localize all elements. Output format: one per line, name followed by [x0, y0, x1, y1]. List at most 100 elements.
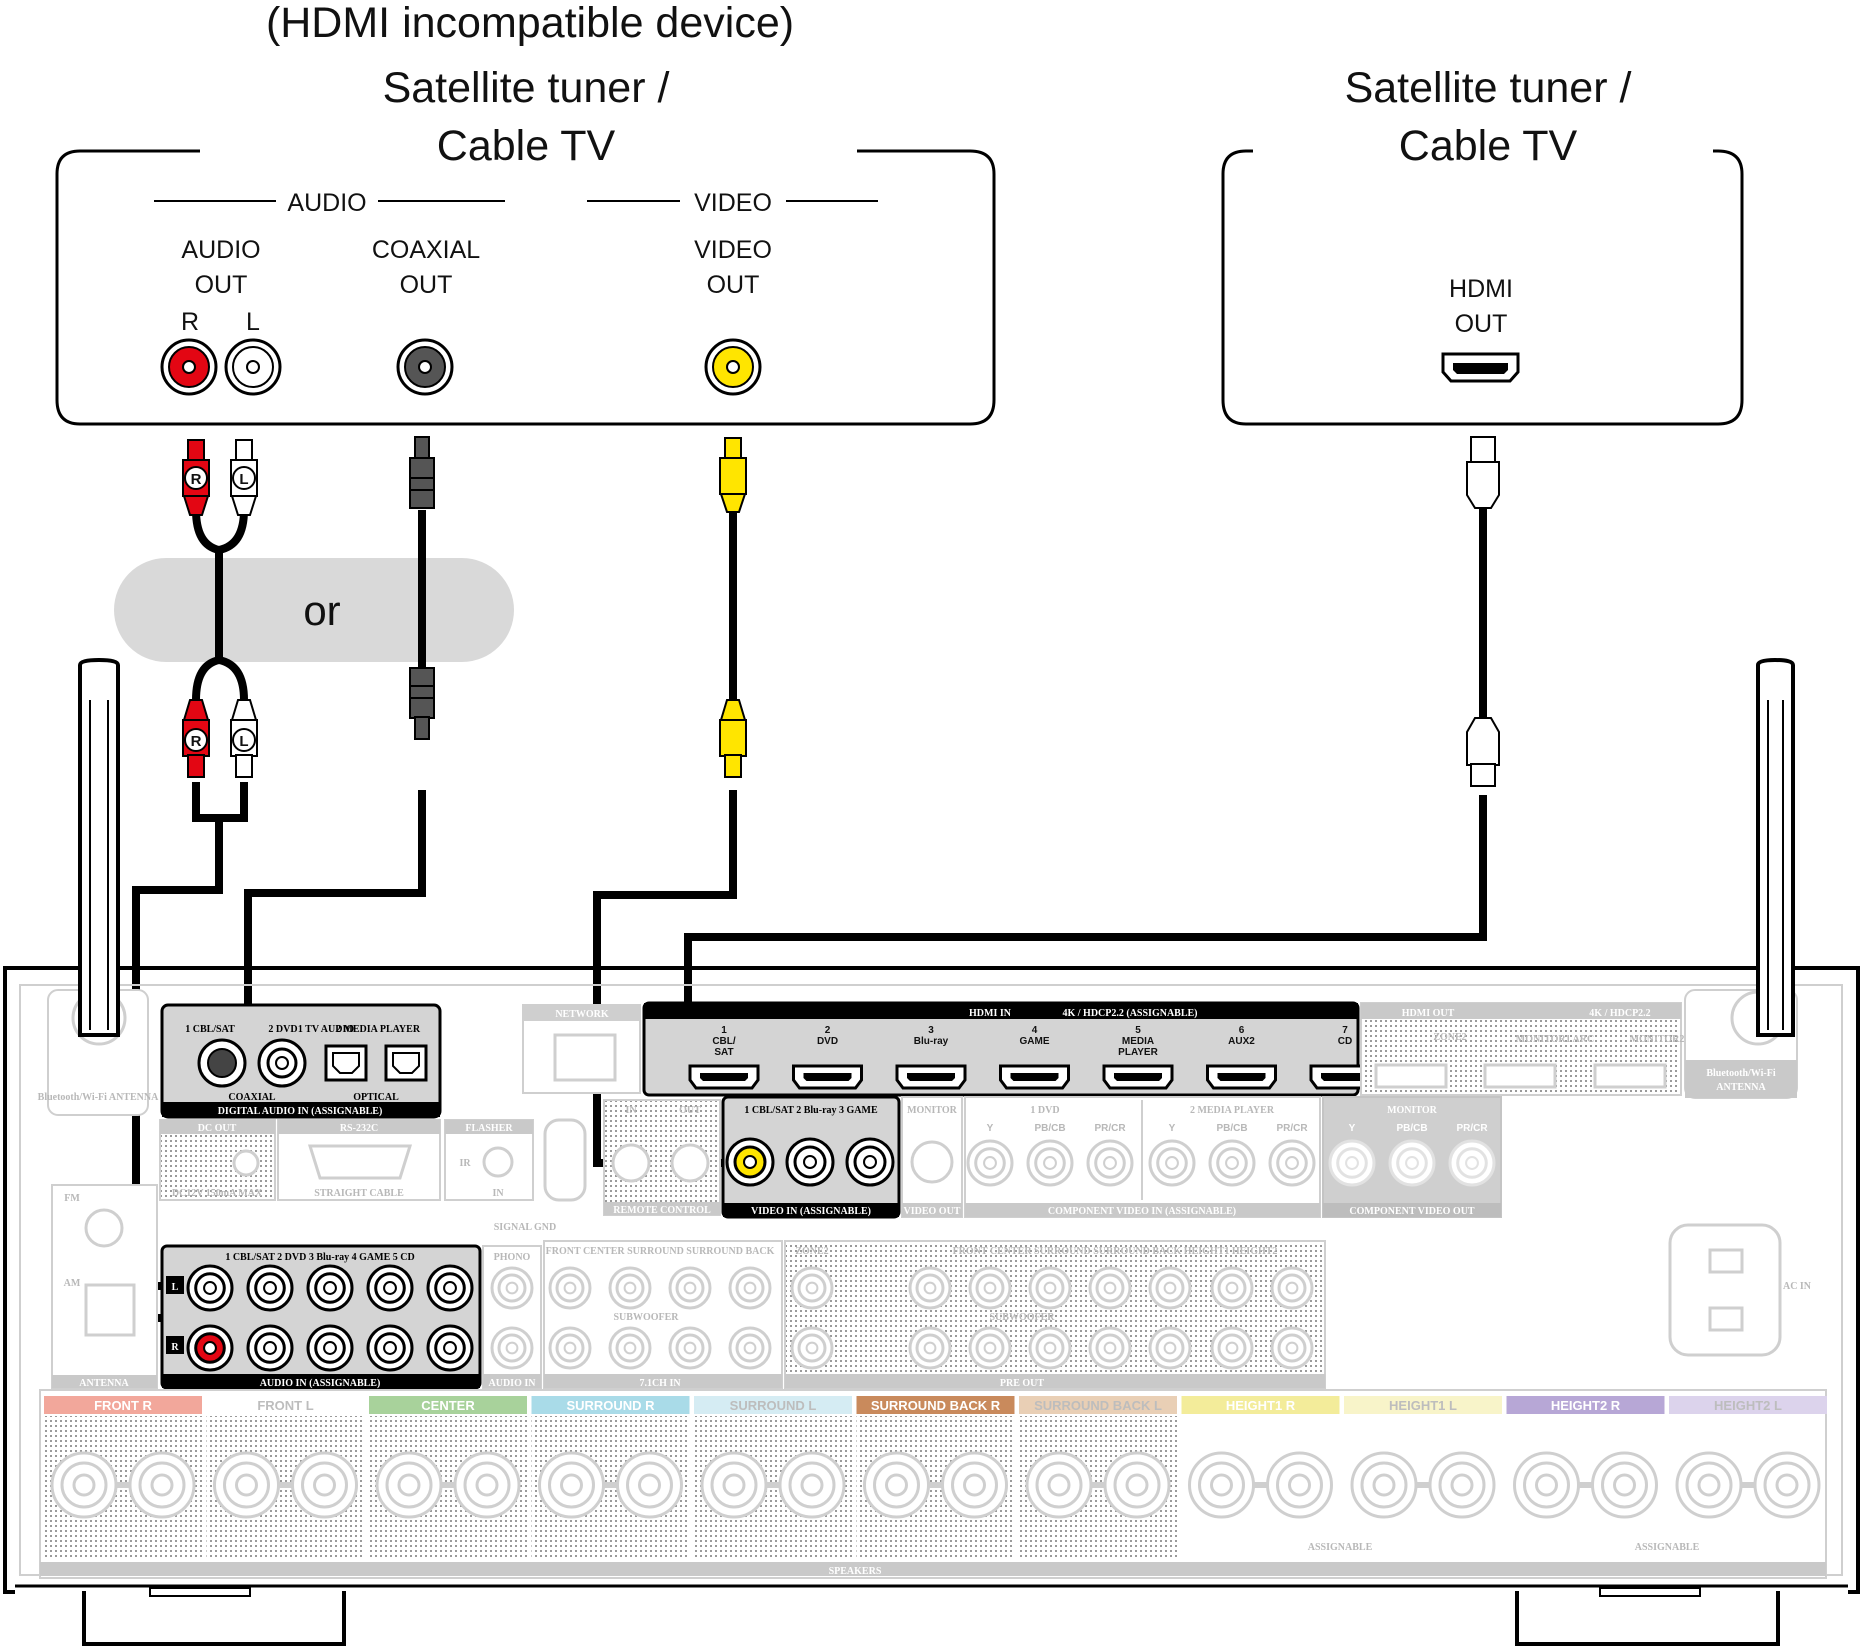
svg-text:L: L: [239, 733, 248, 750]
right-device-title-1: Satellite tuner /: [1345, 64, 1632, 112]
antenna-left-icon: [47, 657, 149, 1116]
audio-out-r-jack: [160, 338, 218, 396]
pre-out-jack: [1088, 1266, 1132, 1310]
speaker-terminal: [213, 1451, 280, 1519]
or-bubble: [114, 558, 514, 662]
pre-out-jack: [1028, 1266, 1072, 1310]
hdmi-out-port-icon: [1441, 352, 1520, 383]
hdmi-cable: [684, 505, 1487, 1074]
component-video-out-label: COMPONENT VIDEO OUT: [1349, 1206, 1475, 1217]
speaker-terminal: [50, 1451, 118, 1519]
fm-am-antenna-panel: [51, 1184, 158, 1389]
speaker-label: HEIGHT1 L: [1389, 1398, 1457, 1413]
pre-out-jack: [1148, 1326, 1192, 1370]
rca-plug-l-bottom: L: [230, 699, 258, 778]
antenna-right-icon: [1684, 657, 1798, 1099]
speaker-label: HEIGHT2 R: [1551, 1398, 1621, 1413]
component-mp-label: 2 MEDIA PLAYER: [1190, 1105, 1275, 1116]
monitor-label: MONITOR: [907, 1105, 958, 1116]
video-plug-top: [719, 437, 747, 513]
rca-plug-r-bottom: R: [182, 699, 210, 778]
component-out-jack-label: PR/CR: [1456, 1123, 1488, 1134]
speaker-label-bar: [44, 1396, 202, 1414]
preout-labels: FRONT CENTER SURROUND SURROUND BACK HEIG…: [953, 1246, 1278, 1257]
component-in-jack-label: PR/CR: [1094, 1123, 1126, 1134]
network-label: NETWORK: [555, 1009, 609, 1020]
phono-audio-in-label: AUDIO IN: [489, 1378, 537, 1389]
assignable-label-1: ASSIGNABLE: [1308, 1542, 1373, 1553]
dc-out-panel: [159, 1119, 276, 1201]
pre-out-jack: [1028, 1326, 1072, 1370]
audio-out-label-2: OUT: [195, 271, 248, 299]
pre-out-jack: [1148, 1266, 1192, 1310]
pre-out-jack: [968, 1266, 1012, 1310]
hdmi-out-label-1: HDMI: [1449, 275, 1513, 303]
component-out-jack-label: Y: [1349, 1123, 1356, 1134]
audio-in-jack: [426, 1324, 474, 1372]
r-label: R: [181, 308, 199, 336]
speaker-label: SURROUND BACK R: [871, 1398, 1001, 1413]
hdmi-in-name: MEDIA: [1122, 1036, 1154, 1047]
hdmi-in-number: 1: [721, 1025, 727, 1036]
remote-out-label: OUT: [679, 1105, 701, 1116]
hdmi-in-port-icon: [1102, 1064, 1174, 1090]
remote-control-label: REMOTE CONTROL: [613, 1205, 711, 1216]
left-device-title-2: Cable TV: [437, 122, 616, 170]
pre-out-jack: [1270, 1326, 1314, 1370]
video-out-label-1: VIDEO: [694, 236, 772, 264]
audio-group-label: AUDIO: [287, 189, 366, 217]
ch71-in-panel: [543, 1240, 783, 1389]
signal-gnd-label: SIGNAL GND: [494, 1222, 557, 1233]
pre-out-jack: [1210, 1266, 1254, 1310]
zone2-preout-label: ZONE2: [795, 1246, 828, 1257]
hdmi-in-number: 4: [1032, 1025, 1038, 1036]
video-out-monitor-panel: [901, 1096, 963, 1218]
component-video-in-label: COMPONENT VIDEO IN (ASSIGNABLE): [1048, 1206, 1236, 1217]
rca-plug-r-top: R: [182, 439, 210, 516]
component-out-jack-label: PB/CB: [1396, 1123, 1427, 1134]
speaker-terminal: [700, 1451, 768, 1519]
audio-out-l-jack: [224, 338, 282, 396]
coaxial-plug-bottom: [409, 667, 435, 740]
video-out-label: VIDEO OUT: [904, 1206, 961, 1217]
network-port: [522, 1004, 641, 1094]
rs232c-port: [277, 1119, 441, 1201]
monitor1-label: MONITOR1 ARC: [1516, 1034, 1594, 1045]
speaker-terminal: [616, 1451, 683, 1519]
svg-text:R: R: [191, 471, 202, 488]
hdmi-in-port-icon: [688, 1064, 760, 1090]
speaker-terminal: [1513, 1451, 1580, 1519]
speaker-label-bar: [1344, 1396, 1502, 1414]
ch71-in-label: 7.1CH IN: [639, 1378, 681, 1389]
hdmi-in-name: CD: [1338, 1036, 1352, 1047]
pre-out-jack: [1210, 1326, 1254, 1370]
remote-control-panel: [603, 1099, 721, 1216]
right-device-title-2: Cable TV: [1399, 122, 1578, 170]
left-device-title-1: Satellite tuner /: [383, 64, 670, 112]
speaker-label-bar: [856, 1396, 1015, 1414]
bt-antenna-left-label: Bluetooth/Wi-Fi ANTENNA: [38, 1092, 159, 1103]
component-in-jack: [1208, 1139, 1256, 1187]
hdmi-in-number: 5: [1135, 1025, 1141, 1036]
audio-in-jack: [186, 1264, 234, 1312]
video-in-input-labels: 1 CBL/SAT 2 Blu-ray 3 GAME: [744, 1105, 878, 1116]
pre-out-jack: [790, 1326, 834, 1370]
hdmi-in-port-icon: [999, 1064, 1070, 1090]
hdmi-in-name: SAT: [714, 1047, 733, 1058]
phono-panel: [482, 1245, 542, 1389]
speaker-label: CENTER: [421, 1398, 475, 1413]
ch71-in-jack: [668, 1326, 712, 1370]
coaxial-out-jack: [396, 338, 454, 396]
component-in-jack: [1148, 1139, 1196, 1187]
speaker-label-bar: [694, 1396, 852, 1414]
ch71-subwoofer-label: SUBWOOFER: [613, 1312, 679, 1323]
component-out-jack: [1448, 1139, 1496, 1187]
pre-out-jack: [1270, 1266, 1314, 1310]
pre-out-jack: [908, 1326, 952, 1370]
hdmi-in-label: HDMI IN: [969, 1008, 1012, 1019]
hdmi-in-number: 7: [1342, 1025, 1348, 1036]
rs232c-label: RS-232C: [340, 1123, 378, 1134]
ir-label: IR: [459, 1158, 471, 1169]
speaker-terminal: [291, 1451, 358, 1519]
